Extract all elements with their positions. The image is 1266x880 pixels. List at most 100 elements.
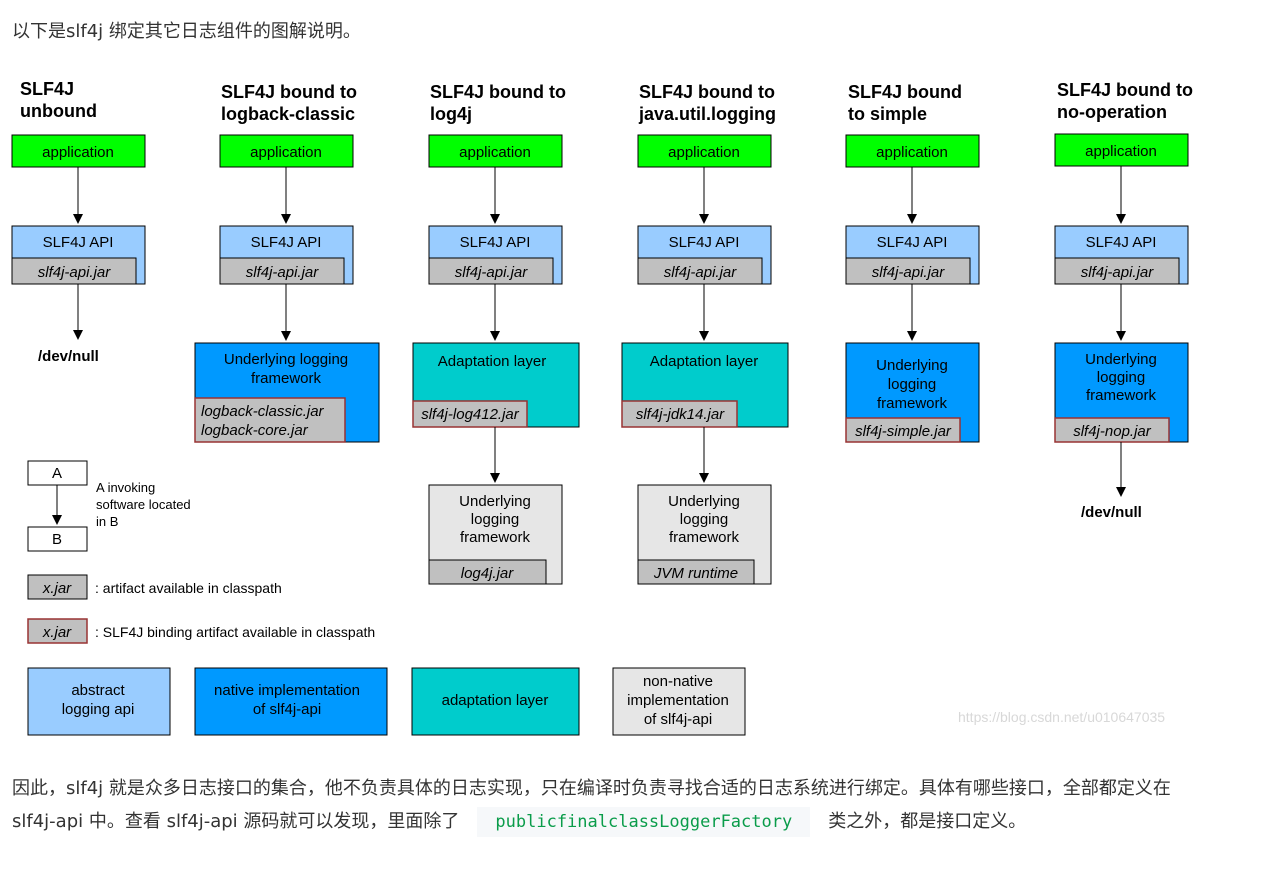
column-title-line1: SLF4J bound to bbox=[1057, 80, 1193, 100]
api-jar-box bbox=[428, 257, 554, 285]
application-label: application bbox=[1085, 143, 1157, 160]
application-box bbox=[637, 134, 772, 168]
legend-non-native-box bbox=[612, 667, 746, 736]
framework-jar-label: log4j.jar bbox=[461, 565, 515, 582]
application-box bbox=[428, 134, 563, 168]
legend-native-box bbox=[194, 667, 388, 736]
application-label: application bbox=[250, 144, 322, 161]
legend-abstract-line2: logging api bbox=[62, 701, 135, 718]
binding-jar-label: slf4j-jdk14.jar bbox=[636, 406, 725, 423]
api-jar-label: slf4j-api.jar bbox=[872, 264, 946, 281]
legend-invoke-line3: in B bbox=[96, 514, 118, 529]
legend-adaptation-label: adaptation layer bbox=[442, 692, 549, 709]
implementation-label-line3: framework bbox=[877, 395, 948, 412]
dev-null-label: /dev/null bbox=[1081, 504, 1142, 521]
framework-label-line1: Underlying bbox=[668, 493, 740, 510]
dev-null-label: /dev/null bbox=[38, 348, 99, 365]
api-jar-label: slf4j-api.jar bbox=[38, 264, 112, 281]
legend-binding-text: : SLF4J binding artifact available in cl… bbox=[95, 624, 375, 640]
outro-text-part2: 类之外，都是接口定义。 bbox=[828, 811, 1027, 832]
application-box bbox=[1054, 133, 1189, 167]
adaptation-layer-label: Adaptation layer bbox=[438, 353, 546, 370]
adaptation-layer-label: Adaptation layer bbox=[650, 353, 758, 370]
column-title-line2: to simple bbox=[848, 104, 927, 124]
legend-binding-jar-label: x.jar bbox=[42, 624, 72, 641]
slf4j-api-label: SLF4J API bbox=[877, 234, 948, 251]
legend-a-label: A bbox=[52, 465, 62, 482]
api-jar-box bbox=[219, 257, 345, 285]
framework-label-line3: framework bbox=[669, 529, 740, 546]
legend-artifact-jar-box bbox=[27, 574, 88, 600]
legend-abstract-line1: abstract bbox=[71, 682, 125, 699]
framework-label-line2: logging bbox=[680, 511, 728, 528]
column-title-line2: log4j bbox=[430, 104, 472, 124]
slf4j-api-label: SLF4J API bbox=[251, 234, 322, 251]
framework-jar-box bbox=[637, 559, 755, 585]
column-title-line1: SLF4J bound to bbox=[639, 82, 775, 102]
intro-text: 以下是slf4j 绑定其它日志组件的图解说明。 bbox=[12, 21, 361, 42]
implementation-label-line2: framework bbox=[251, 370, 322, 387]
api-jar-box bbox=[637, 257, 763, 285]
outro-text-part1: 因此，slf4j 就是众多日志接口的集合，他不负责具体的日志实现，只在编译时负责… bbox=[12, 778, 1171, 832]
implementation-label-line3: framework bbox=[1086, 387, 1157, 404]
application-box bbox=[219, 134, 354, 168]
slf4j-api-label: SLF4J API bbox=[669, 234, 740, 251]
api-jar-box bbox=[1054, 257, 1180, 285]
legend-artifact-text: : artifact available in classpath bbox=[95, 580, 282, 596]
binding-jar-label: slf4j-nop.jar bbox=[1073, 423, 1152, 440]
legend-native-line1: native implementation bbox=[214, 682, 360, 699]
application-box bbox=[11, 134, 146, 168]
column-title-line2: no-operation bbox=[1057, 102, 1167, 122]
column-log4j: SLF4J bound to log4j application SLF4J A… bbox=[412, 82, 580, 585]
legend-abstract-box bbox=[27, 667, 171, 736]
column-title-line2: unbound bbox=[20, 101, 97, 121]
column-unbound: SLF4J unbound application SLF4J API slf4… bbox=[11, 79, 146, 365]
column-simple: SLF4J bound to simple application SLF4J … bbox=[845, 82, 980, 443]
api-jar-box bbox=[11, 257, 137, 285]
legend-b-label: B bbox=[52, 531, 62, 548]
column-nop: SLF4J bound to no-operation application … bbox=[1054, 80, 1193, 521]
legend-binding-jar-box bbox=[27, 618, 88, 644]
api-jar-label: slf4j-api.jar bbox=[1081, 264, 1155, 281]
legend-artifact-jar-label: x.jar bbox=[42, 580, 72, 597]
legend-non-native-line3: of slf4j-api bbox=[644, 711, 712, 728]
slf4j-binding-diagram: SLF4J unbound application SLF4J API slf4… bbox=[11, 79, 1193, 736]
framework-label-line2: logging bbox=[471, 511, 519, 528]
binding-jar-box bbox=[1054, 417, 1170, 443]
binding-jar-label-1: logback-classic.jar bbox=[201, 403, 325, 420]
api-jar-box bbox=[845, 257, 971, 285]
column-title-line1: SLF4J bound to bbox=[221, 82, 357, 102]
application-label: application bbox=[459, 144, 531, 161]
legend-non-native-line1: non-native bbox=[643, 673, 713, 690]
legend-b-box bbox=[27, 526, 88, 552]
binding-jar-label-2: logback-core.jar bbox=[201, 422, 309, 439]
legend-non-native-line2: implementation bbox=[627, 692, 729, 709]
inline-code: publicfinalclassLoggerFactory bbox=[477, 807, 811, 837]
implementation-label-line1: Underlying logging bbox=[224, 351, 348, 368]
binding-jar-box bbox=[412, 400, 528, 428]
binding-jar-label: slf4j-log412.jar bbox=[421, 406, 520, 423]
binding-jar-box bbox=[621, 400, 738, 428]
binding-jar-box bbox=[845, 417, 961, 443]
column-logback: SLF4J bound to logback-classic applicati… bbox=[194, 82, 380, 443]
column-jul: SLF4J bound to java.util.logging applica… bbox=[621, 82, 789, 585]
watermark: https://blog.csdn.net/u010647035 bbox=[958, 709, 1165, 725]
binding-jar-box bbox=[194, 397, 346, 443]
framework-jar-label: JVM runtime bbox=[653, 565, 738, 582]
legend-a-box bbox=[27, 460, 88, 486]
implementation-label-line2: logging bbox=[888, 376, 936, 393]
implementation-label-line1: Underlying bbox=[1085, 351, 1157, 368]
api-jar-label: slf4j-api.jar bbox=[246, 264, 320, 281]
binding-jar-label: slf4j-simple.jar bbox=[855, 423, 952, 440]
application-label: application bbox=[876, 144, 948, 161]
column-title-line2: java.util.logging bbox=[638, 104, 776, 124]
application-label: application bbox=[42, 144, 114, 161]
slf4j-api-label: SLF4J API bbox=[460, 234, 531, 251]
legend-adaptation-box bbox=[411, 667, 580, 736]
api-jar-label: slf4j-api.jar bbox=[455, 264, 529, 281]
api-jar-label: slf4j-api.jar bbox=[664, 264, 738, 281]
column-title-line1: SLF4J bbox=[20, 79, 74, 99]
framework-jar-box bbox=[428, 559, 547, 585]
legend: A B A invoking software located in B x.j… bbox=[27, 460, 746, 736]
framework-label-line3: framework bbox=[460, 529, 531, 546]
